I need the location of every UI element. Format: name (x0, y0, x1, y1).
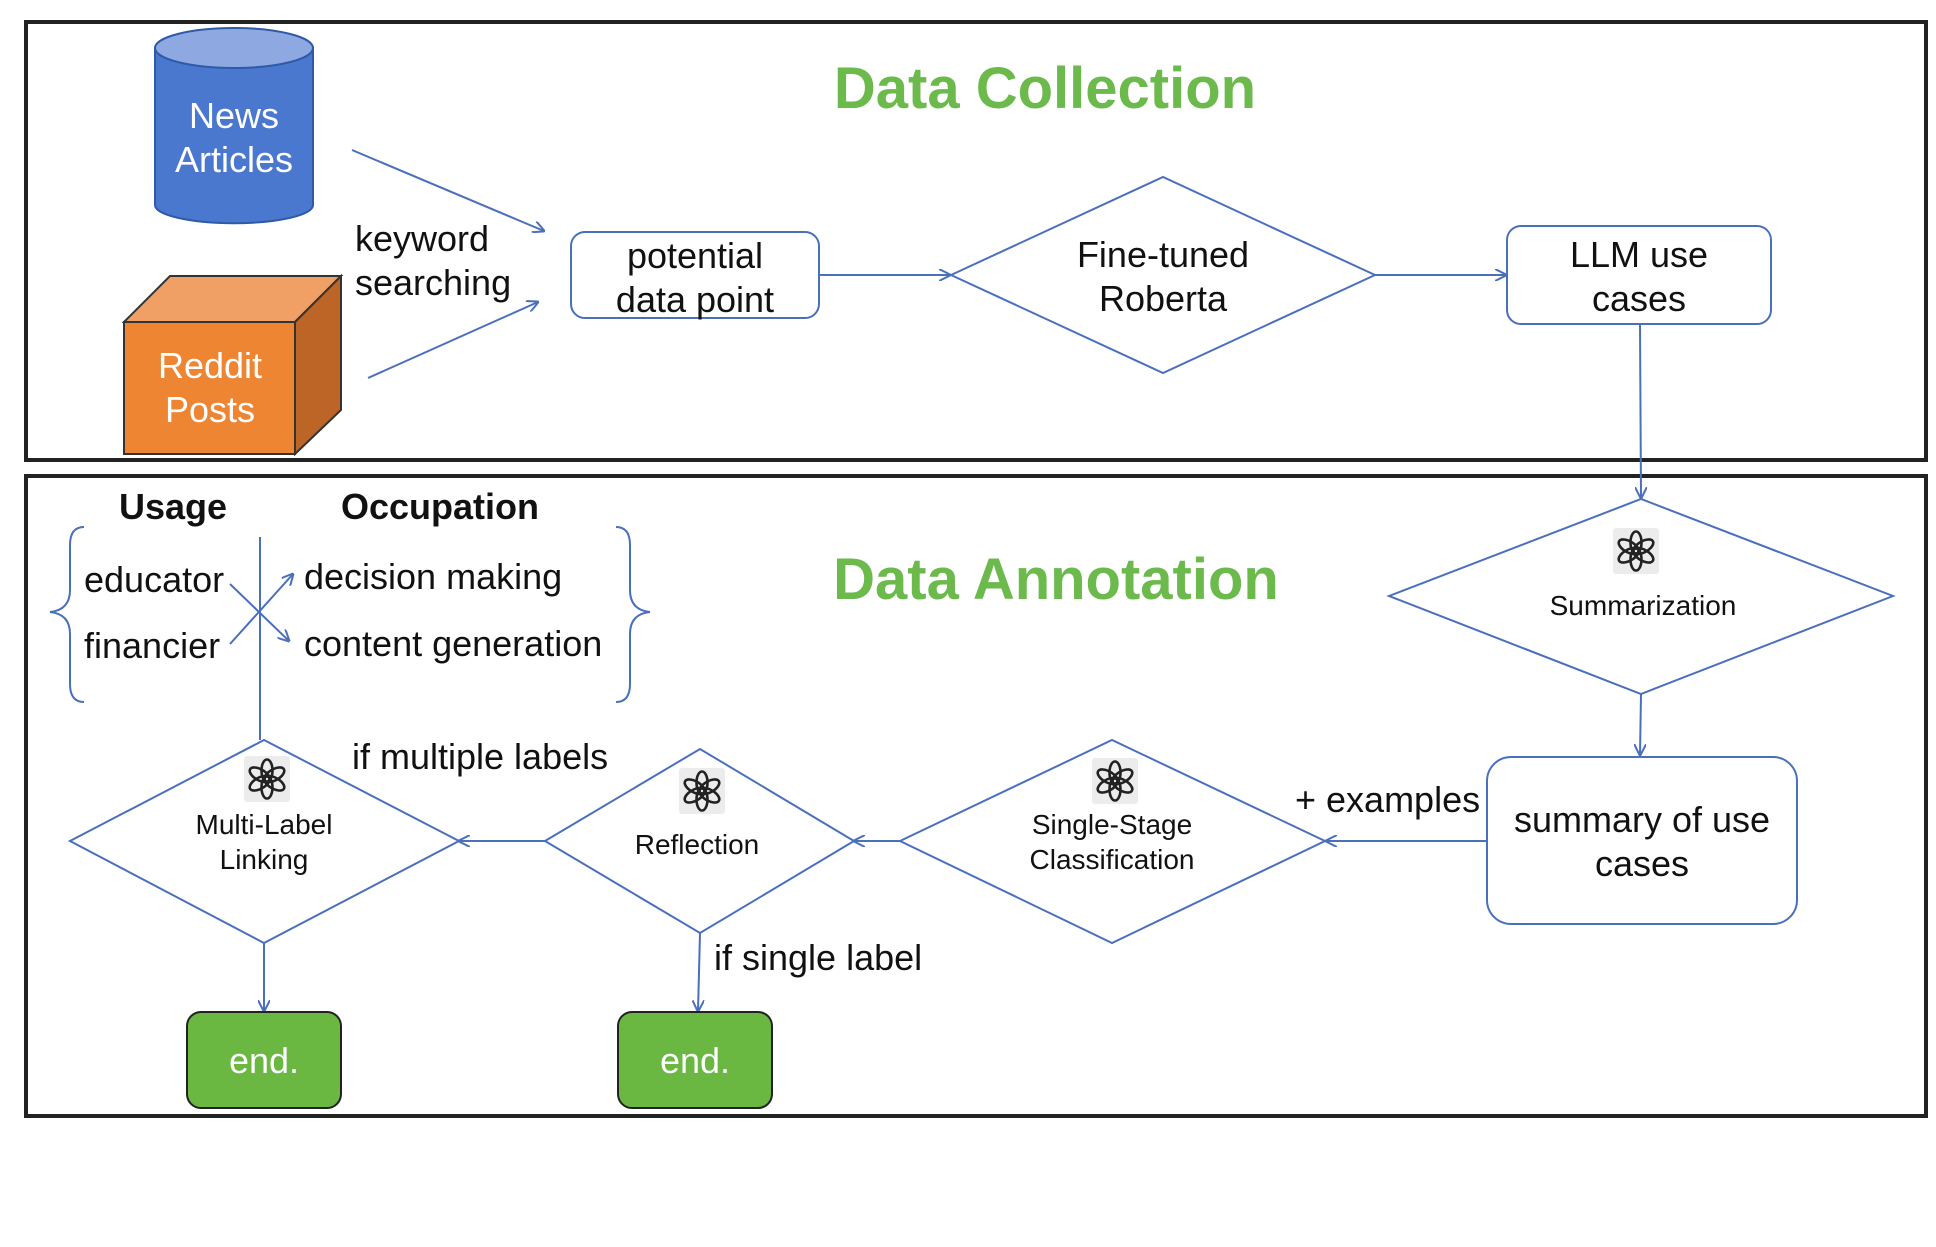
occupation-header: Occupation (341, 486, 539, 527)
summarization-openai-icon (1611, 526, 1661, 576)
fine-tuned-roberta-label-2: Roberta (1099, 278, 1228, 319)
single-stage-classification-label-2: Classification (1030, 844, 1195, 875)
usage-item-financier: financier (84, 625, 220, 666)
reddit-to-potential-arrow (367, 302, 538, 379)
data-annotation-panel (24, 474, 1928, 1118)
multi-label-linking-label: Multi-Label (196, 809, 333, 840)
fine-tuned-roberta-label: Fine-tuned (1077, 234, 1249, 275)
summary-of-use-cases-label: summary of use (1514, 799, 1770, 840)
usage-header: Usage (119, 486, 227, 527)
financier-to-decision-making-arrow (229, 574, 293, 645)
reddit-posts-source: Reddit Posts (121, 273, 344, 457)
if-single-label: if single label (714, 937, 922, 978)
taxonomy-right-brace (615, 526, 651, 703)
reflection-to-end-arrow (698, 932, 700, 1011)
usage-item-educator: educator (84, 559, 224, 600)
news-to-potential-arrow (351, 149, 544, 231)
end-box-multilabel: end. (186, 1011, 342, 1109)
potential-data-point-label: potential (627, 235, 763, 276)
reflection-diamond: Reflection (543, 747, 856, 935)
multi-label-linking-diamond: Multi-Label Linking (67, 738, 462, 945)
potential-data-point-label-2: data point (616, 279, 774, 320)
reddit-posts-label-2: Posts (165, 389, 255, 430)
keyword-searching-label: keyword (355, 218, 489, 259)
summary-of-use-cases-box: summary of use cases (1486, 756, 1798, 925)
llm-use-cases-box: LLM use cases (1506, 225, 1772, 325)
data-collection-panel (24, 20, 1928, 462)
label-taxonomy: Usage Occupation educator financier deci… (49, 486, 651, 703)
reddit-posts-label: Reddit (158, 345, 262, 386)
summarization-to-summary-arrow (1640, 693, 1641, 755)
reflection-openai-icon (677, 766, 727, 816)
data-annotation-title: Data Annotation (833, 547, 1279, 612)
end-box-reflection: end. (617, 1011, 773, 1109)
end-label-reflection: end. (660, 1040, 730, 1081)
summarization-diamond: Summarization (1386, 497, 1896, 696)
if-multiple-labels: if multiple labels (352, 736, 608, 777)
llm-use-cases-label: LLM use (1570, 234, 1708, 275)
examples-label: + examples (1295, 779, 1480, 820)
llm-use-cases-label-2: cases (1592, 278, 1686, 319)
occupation-item-content-generation: content generation (304, 623, 602, 664)
taxonomy-left-brace (49, 526, 85, 703)
news-articles-label: News (189, 95, 279, 136)
end-label-multilabel: end. (229, 1040, 299, 1081)
news-articles-database: News Articles (154, 27, 314, 225)
multi-label-linking-label-2: Linking (220, 844, 309, 875)
multi-label-openai-icon (242, 754, 292, 804)
single-stage-classification-diamond: Single-Stage Classification (897, 738, 1328, 945)
single-stage-openai-icon (1090, 756, 1140, 806)
fine-tuned-roberta-diamond: Fine-tuned Roberta (948, 175, 1378, 375)
summarization-label: Summarization (1550, 590, 1737, 621)
news-articles-label-2: Articles (175, 139, 293, 180)
data-collection-title: Data Collection (834, 56, 1256, 121)
occupation-item-decision-making: decision making (304, 556, 562, 597)
keyword-searching-label-2: searching (355, 262, 511, 303)
summary-of-use-cases-label-2: cases (1595, 843, 1689, 884)
potential-data-point-box: potential data point (570, 231, 820, 320)
llm-to-summarization-arrow (1640, 323, 1641, 498)
reflection-label: Reflection (635, 829, 760, 860)
single-stage-classification-label: Single-Stage (1032, 809, 1192, 840)
